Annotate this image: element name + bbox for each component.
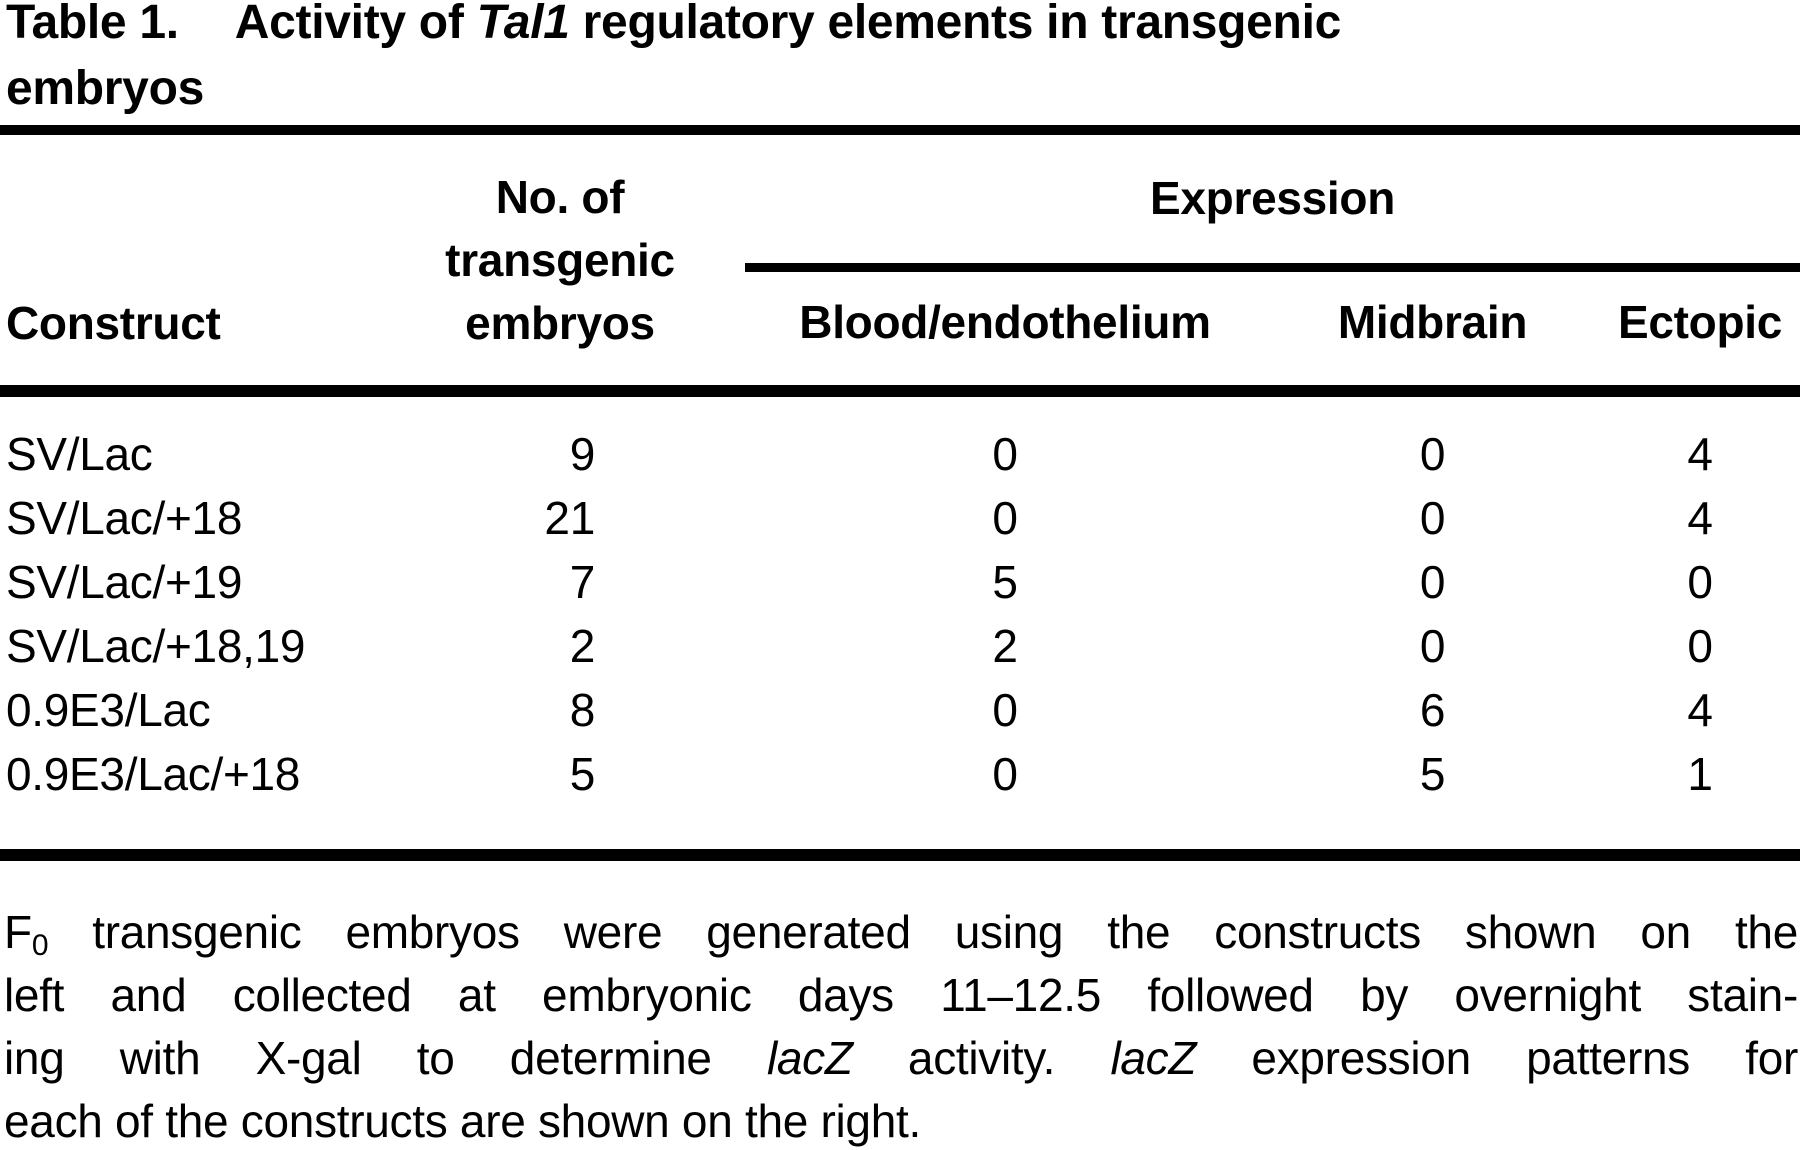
midbrain-cell: 6	[1419, 684, 1446, 736]
table-row: SV/Lac/+19 7 5 0 0	[0, 550, 1800, 614]
midbrain-cell: 0	[1419, 620, 1446, 672]
table-title: Table 1. Activity of Tal1 regulatory elem…	[0, 0, 1606, 122]
col-header-midbrain: Midbrain	[1337, 296, 1528, 348]
embryo-count-cell: 21	[544, 492, 595, 544]
footnote-line-3-seg3: expression patterns for	[1196, 1032, 1798, 1084]
ectopic-cell: 4	[1687, 428, 1713, 480]
count-header-line-3: embryos	[465, 297, 655, 349]
construct-cell: 0.9E3/Lac/+18	[6, 748, 301, 800]
title-line2: embryos	[6, 62, 204, 115]
construct-cell: SV/Lac/+18,19	[6, 620, 306, 672]
table-footnote: F0 transgenic embryos were generated usi…	[0, 901, 1798, 1150]
footnote-line-2: left and collected at embryonic days 11–…	[4, 969, 1798, 1021]
blood-endothelium-cell: 0	[992, 492, 1018, 544]
blood-endothelium-cell: 0	[992, 748, 1018, 800]
footnote-line-3-seg1: ing with X-gal to determine	[4, 1032, 767, 1084]
midbrain-cell: 0	[1419, 556, 1446, 608]
table-number-label: Table 1.	[6, 0, 179, 49]
activity-data-table: Construct No. of transgenic embryos Expr…	[0, 125, 1800, 861]
footnote-f-subscript: 0	[31, 928, 49, 962]
footnote-lacz-italic-2: lacZ	[1110, 1032, 1197, 1084]
footnote-line-1-text: transgenic embryos were generated using …	[48, 906, 1798, 958]
table-row: SV/Lac 9 0 0 4	[0, 391, 1800, 486]
table-body: SV/Lac 9 0 0 4 SV/Lac/+18 21 0 0 4 SV/La…	[0, 391, 1800, 855]
footnote-line-3-seg2: activity.	[852, 1032, 1111, 1084]
embryo-count-cell: 7	[569, 556, 596, 608]
count-header-line-1: No. of	[495, 171, 625, 223]
footnote-line-1: F0 transgenic embryos were generated usi…	[4, 901, 1798, 964]
count-header-line-2: transgenic	[445, 234, 675, 286]
construct-cell: 0.9E3/Lac	[6, 684, 211, 736]
embryo-count-cell: 8	[569, 684, 596, 736]
blood-endothelium-cell: 0	[992, 428, 1018, 480]
header-row-top: Construct No. of transgenic embryos Expr…	[0, 130, 1800, 349]
table-row: SV/Lac/+18,19 2 2 0 0	[0, 614, 1800, 678]
col-header-ectopic: Ectopic	[1617, 296, 1783, 348]
col-header-blood-endothelium: Blood/endothelium	[799, 296, 1211, 348]
footnote-lacz-italic-1: lacZ	[766, 1032, 853, 1084]
title-text-end: regulatory elements in transgenic	[569, 0, 1342, 49]
embryo-count-cell: 2	[569, 620, 596, 672]
midbrain-cell: 5	[1419, 748, 1446, 800]
ectopic-cell: 0	[1687, 620, 1713, 672]
ectopic-cell: 4	[1687, 492, 1713, 544]
construct-cell: SV/Lac/+19	[6, 556, 243, 608]
title-gene-name-italic: Tal1	[476, 0, 570, 49]
blood-endothelium-cell: 0	[992, 684, 1018, 736]
col-header-transgenic-embryo-count: No. of transgenic embryos	[375, 130, 745, 391]
header-row-sub: Blood/endothelium Midbrain Ectopic	[0, 268, 1800, 392]
table-row: SV/Lac/+18 21 0 0 4	[0, 486, 1800, 550]
title-text-start: Activity of	[234, 0, 477, 49]
footnote-line-4: each of the constructs are shown on the …	[4, 1095, 921, 1147]
ectopic-cell: 1	[1687, 748, 1713, 800]
construct-cell: SV/Lac	[6, 428, 153, 480]
ectopic-cell: 0	[1687, 556, 1713, 608]
midbrain-cell: 0	[1419, 492, 1446, 544]
footnote-line-3: ing with X-gal to determine lacZ activit…	[4, 1027, 1798, 1090]
midbrain-cell: 0	[1419, 428, 1446, 480]
col-header-expression-group: Expression	[745, 130, 1800, 272]
construct-cell: SV/Lac/+18	[6, 492, 243, 544]
embryo-count-cell: 5	[569, 748, 596, 800]
table-row: 0.9E3/Lac/+18 5 0 5 1	[0, 742, 1800, 855]
table-header: Construct No. of transgenic embryos Expr…	[0, 130, 1800, 391]
col-header-construct: Construct	[6, 297, 221, 349]
embryo-count-cell: 9	[569, 428, 596, 480]
table-row: 0.9E3/Lac 8 0 6 4	[0, 678, 1800, 742]
blood-endothelium-cell: 2	[992, 620, 1018, 672]
ectopic-cell: 4	[1687, 684, 1713, 736]
blood-endothelium-cell: 5	[992, 556, 1018, 608]
footnote-f-symbol: F	[4, 906, 32, 958]
